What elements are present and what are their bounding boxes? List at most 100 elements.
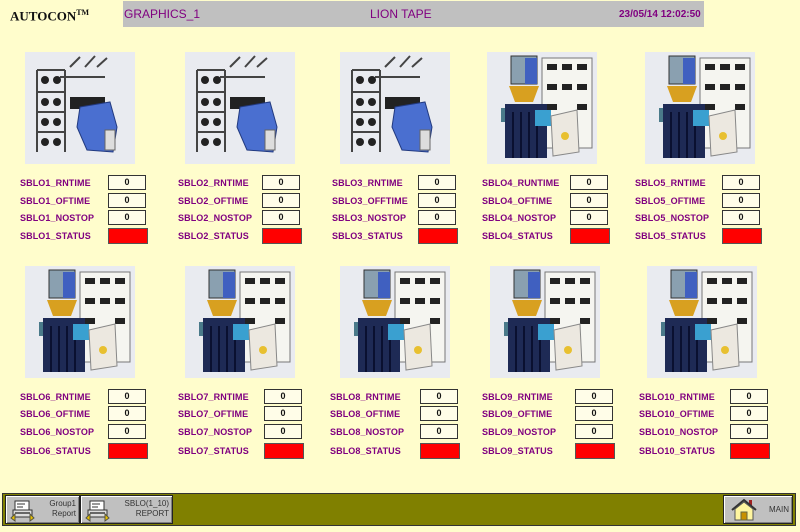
nostop-label: SBLO8_NOSTOP — [330, 427, 405, 437]
main-button[interactable]: MAIN — [723, 495, 793, 524]
nostop-value: 0 — [418, 210, 456, 225]
sblo-report-button[interactable]: SBLO(1_10)REPORT — [80, 495, 173, 524]
loom-machine-image — [25, 52, 135, 164]
runtime-label: SBLO3_RNTIME — [332, 178, 403, 188]
screen-name: GRAPHICS_1 — [124, 7, 201, 21]
loom-machine-image — [487, 52, 597, 164]
main-label: MAIN — [769, 505, 789, 514]
status-indicator — [730, 443, 770, 459]
status-label: SBLO10_STATUS — [639, 446, 715, 456]
offtime-value: 0 — [418, 193, 456, 208]
status-label: SBLO8_STATUS — [330, 446, 401, 456]
runtime-label: SBLO7_RNTIME — [178, 392, 249, 402]
offtime-value: 0 — [570, 193, 608, 208]
runtime-label: SBLO2_RNTIME — [178, 178, 249, 188]
offtime-label: SBLO1_OFTIME — [20, 196, 91, 206]
loom-machine-image — [340, 266, 450, 378]
brand-name: AUTOCON — [10, 8, 77, 24]
loom-machine-image — [490, 266, 600, 378]
status-label: SBLO1_STATUS — [20, 231, 91, 241]
nostop-value: 0 — [108, 424, 146, 439]
runtime-value: 0 — [730, 389, 768, 404]
runtime-label: SBLO5_RNTIME — [635, 178, 706, 188]
nostop-label: SBLO9_NOSTOP — [482, 427, 557, 437]
status-label: SBLO4_STATUS — [482, 231, 553, 241]
nostop-label: SBLO6_NOSTOP — [20, 427, 95, 437]
loom-machine-image — [647, 266, 757, 378]
status-label: SBLO3_STATUS — [332, 231, 403, 241]
runtime-value: 0 — [420, 389, 458, 404]
nostop-value: 0 — [730, 424, 768, 439]
page-title: LION TAPE — [370, 7, 432, 21]
status-indicator — [575, 443, 615, 459]
runtime-value: 0 — [264, 389, 302, 404]
runtime-label: SBLO8_RNTIME — [330, 392, 401, 402]
offtime-value: 0 — [108, 193, 146, 208]
nostop-value: 0 — [420, 424, 458, 439]
nostop-label: SBLO5_NOSTOP — [635, 213, 710, 223]
nostop-label: SBLO10_NOSTOP — [639, 427, 719, 437]
offtime-value: 0 — [575, 406, 613, 421]
loom-machine-image — [645, 52, 755, 164]
offtime-label: SBLO3_OFFTIME — [332, 196, 408, 206]
nostop-value: 0 — [722, 210, 760, 225]
status-label: SBLO9_STATUS — [482, 446, 553, 456]
nostop-label: SBLO1_NOSTOP — [20, 213, 95, 223]
runtime-value: 0 — [108, 389, 146, 404]
runtime-label: SBLO1_RNTIME — [20, 178, 91, 188]
nostop-value: 0 — [108, 210, 146, 225]
sblo-report-label: SBLO(1_10)REPORT — [124, 499, 169, 518]
offtime-value: 0 — [262, 193, 300, 208]
nostop-value: 0 — [575, 424, 613, 439]
status-indicator — [108, 443, 148, 459]
loom-machine-image — [340, 52, 450, 164]
runtime-label: SBLO10_RNTIME — [639, 392, 715, 402]
offtime-value: 0 — [420, 406, 458, 421]
nostop-label: SBLO4_NOSTOP — [482, 213, 557, 223]
status-label: SBLO7_STATUS — [178, 446, 249, 456]
status-label: SBLO5_STATUS — [635, 231, 706, 241]
runtime-label: SBLO9_RNTIME — [482, 392, 553, 402]
offtime-label: SBLO10_OFTIME — [639, 409, 715, 419]
offtime-label: SBLO6_OFTIME — [20, 409, 91, 419]
loom-machine-image — [185, 52, 295, 164]
status-indicator — [418, 228, 458, 244]
status-indicator — [262, 228, 302, 244]
offtime-label: SBLO4_OFTIME — [482, 196, 553, 206]
offtime-label: SBLO5_OFTIME — [635, 196, 706, 206]
runtime-label: SBLO4_RUNTIME — [482, 178, 560, 188]
offtime-label: SBLO8_OFTIME — [330, 409, 401, 419]
printer-icon — [10, 500, 35, 522]
offtime-value: 0 — [722, 193, 760, 208]
runtime-label: SBLO6_RNTIME — [20, 392, 91, 402]
app-brand: AUTOCONTM — [10, 8, 89, 24]
status-indicator — [722, 228, 762, 244]
status-label: SBLO6_STATUS — [20, 446, 91, 456]
runtime-value: 0 — [108, 175, 146, 190]
runtime-value: 0 — [722, 175, 760, 190]
runtime-value: 0 — [418, 175, 456, 190]
runtime-value: 0 — [570, 175, 608, 190]
offtime-label: SBLO9_OFTIME — [482, 409, 553, 419]
loom-machine-image — [185, 266, 295, 378]
offtime-value: 0 — [108, 406, 146, 421]
datetime: 23/05/14 12:02:50 — [619, 9, 701, 20]
status-indicator — [264, 443, 304, 459]
printer-icon — [85, 500, 110, 522]
offtime-label: SBLO7_OFTIME — [178, 409, 249, 419]
nostop-value: 0 — [262, 210, 300, 225]
status-indicator — [420, 443, 460, 459]
status-indicator — [108, 228, 148, 244]
nostop-label: SBLO3_NOSTOP — [332, 213, 407, 223]
runtime-value: 0 — [262, 175, 300, 190]
offtime-value: 0 — [730, 406, 768, 421]
nostop-label: SBLO2_NOSTOP — [178, 213, 253, 223]
loom-machine-image — [25, 266, 135, 378]
nostop-value: 0 — [570, 210, 608, 225]
header-bar: GRAPHICS_1 LION TAPE 23/05/14 12:02:50 — [123, 1, 704, 27]
status-indicator — [570, 228, 610, 244]
home-icon — [731, 498, 757, 521]
status-label: SBLO2_STATUS — [178, 231, 249, 241]
